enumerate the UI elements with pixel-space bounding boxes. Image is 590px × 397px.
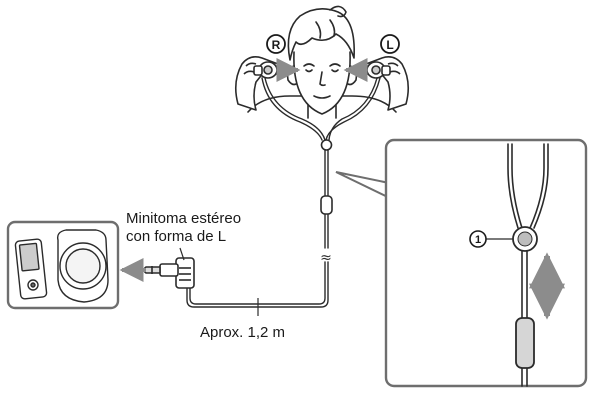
callout-marker-1: 1 (469, 230, 487, 248)
plug-label-line2: con forma de L (126, 228, 227, 245)
right-hand-with-earbud (234, 56, 281, 111)
cord-length-label: Aprox. 1,2 m (200, 324, 286, 341)
zoom-panel: 1 (384, 138, 588, 388)
svg-text:R: R (272, 38, 281, 52)
cord-slider-bead (512, 226, 538, 252)
plug-leader-line (179, 247, 185, 261)
portable-player (14, 238, 48, 300)
left-marker: L (380, 34, 400, 54)
cord-splitter (320, 139, 333, 151)
cord-adjuster (320, 195, 333, 215)
left-hand-with-earbud (363, 56, 410, 111)
plug-label-line1: Minitoma estéreo (126, 210, 242, 227)
earphone-cord (186, 77, 381, 308)
cord-break-symbol: ≈ (320, 250, 332, 266)
right-marker: R (266, 34, 286, 54)
cd-player (56, 229, 109, 303)
person-illustration (247, 5, 397, 119)
device-panel (6, 220, 120, 310)
svg-text:L: L (386, 38, 393, 52)
svg-text:1: 1 (475, 234, 481, 246)
zoom-cord-adjuster (515, 317, 535, 369)
l-shaped-plug (143, 257, 195, 289)
